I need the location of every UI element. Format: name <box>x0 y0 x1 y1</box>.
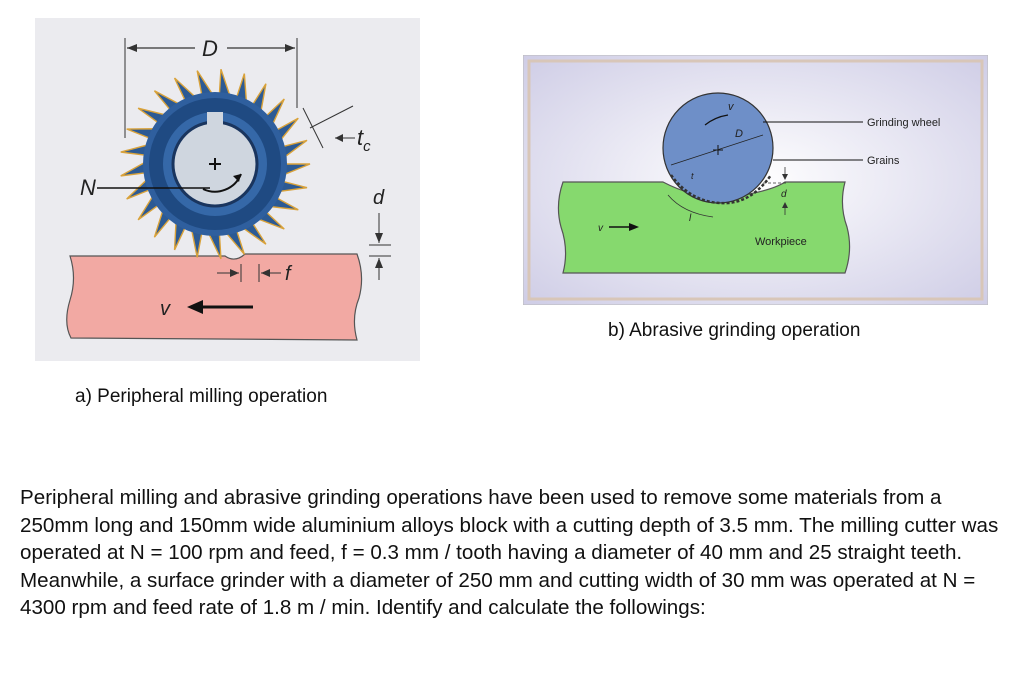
milling-diagram: D N tc d f v <box>66 36 391 341</box>
label-grains: Grains <box>867 155 900 167</box>
label-grinding-wheel: Grinding wheel <box>867 117 940 129</box>
label-l: l <box>689 213 692 224</box>
label-v-work: v <box>598 223 604 234</box>
label-v-wheel: v <box>728 101 735 113</box>
figure-abrasive-grinding: D v Grinding wheel Grains d t l v Workpi… <box>522 54 989 306</box>
caption-grinding: b) Abrasive grinding operation <box>608 320 861 341</box>
label-D-b: D <box>735 128 743 140</box>
problem-statement: Peripheral milling and abrasive grinding… <box>20 484 1010 622</box>
milling-cutter <box>120 68 311 260</box>
label-N: N <box>80 175 96 200</box>
milling-workpiece <box>66 253 363 341</box>
problem-text: Peripheral milling and abrasive grinding… <box>20 486 999 619</box>
label-d-b: d <box>781 189 787 200</box>
label-D: D <box>202 36 218 61</box>
figure-peripheral-milling: D N tc d f v <box>35 18 420 361</box>
label-workpiece: Workpiece <box>755 236 807 248</box>
label-t: t <box>691 171 694 181</box>
grinding-diagram: D v Grinding wheel Grains d t l v Workpi… <box>522 54 989 306</box>
label-d: d <box>373 187 385 209</box>
caption-milling: a) Peripheral milling operation <box>75 386 328 407</box>
label-tc: tc <box>357 125 371 155</box>
label-f: f <box>285 263 293 285</box>
label-v: v <box>160 298 171 320</box>
